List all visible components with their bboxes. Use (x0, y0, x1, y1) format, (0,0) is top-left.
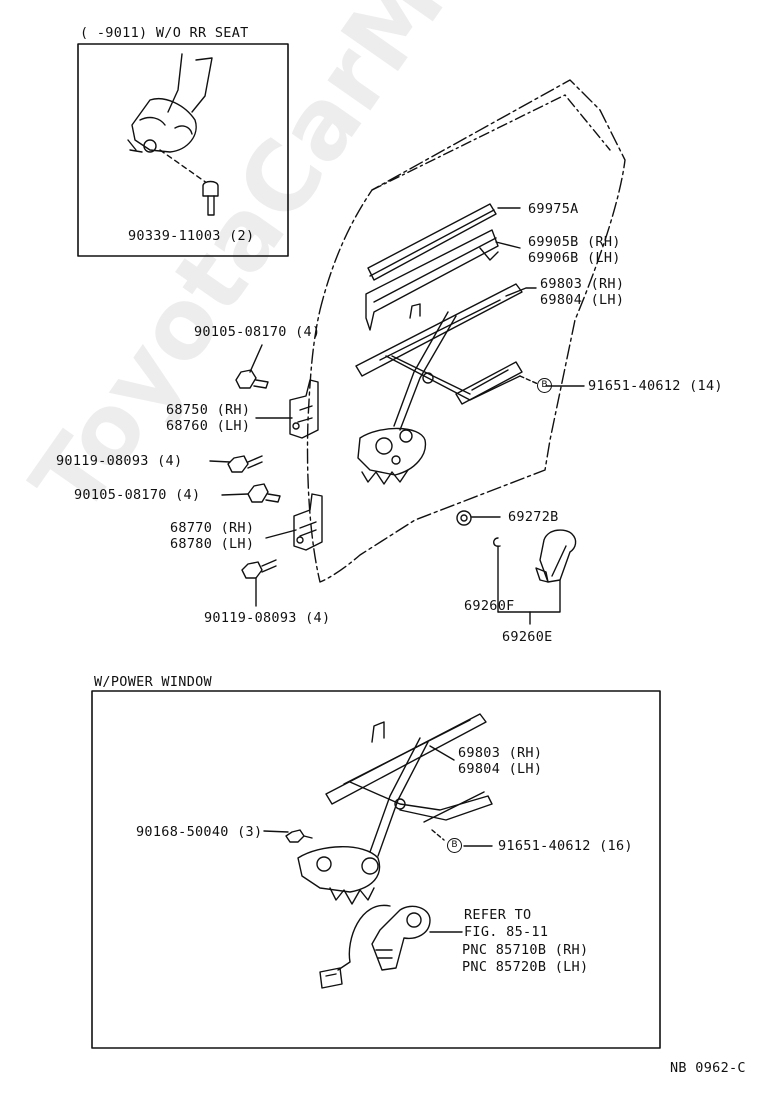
power-part-label-69803[interactable]: 69803 (RH) (458, 745, 543, 761)
bolt-90105-b (247, 483, 281, 503)
hinge-lower (293, 493, 323, 551)
refer-to-fig-link[interactable]: FIG. 85-11 (464, 924, 549, 940)
window-handle-69260E (539, 529, 577, 583)
part-label-68750[interactable]: 68750 (RH) (166, 402, 251, 418)
door-outline (306, 79, 626, 583)
inset-box-no-rear-seat (77, 43, 289, 257)
part-label-69804[interactable]: 69804 (LH) (540, 292, 625, 308)
inset-title-power-window: W/POWER WINDOW (94, 674, 212, 690)
hinge-upper (289, 379, 319, 439)
marker-b-main: B (537, 378, 552, 393)
part-label-91651-40612[interactable]: 91651-40612 (14) (588, 378, 723, 394)
power-gear-plate (297, 846, 381, 893)
refer-pnc-85710B[interactable]: PNC 85710B (RH) (462, 942, 589, 958)
part-label-90339-11003[interactable]: 90339-11003 (2) (128, 228, 255, 244)
bolt-90105-a (235, 369, 269, 389)
refer-pnc-85720B[interactable]: PNC 85720B (LH) (462, 959, 589, 975)
regulator-gear-plate (357, 427, 427, 476)
figure-code: NB 0962-C (670, 1060, 746, 1076)
bolt-90119-a (227, 455, 263, 473)
part-label-69906B[interactable]: 69906B (LH) (528, 250, 621, 266)
part-label-69272B[interactable]: 69272B (508, 509, 559, 525)
bolt-90168 (285, 829, 313, 843)
part-label-90105-08170-upper[interactable]: 90105-08170 (4) (194, 324, 321, 340)
washer-69272B (456, 510, 472, 526)
part-label-69260E[interactable]: 69260E (502, 629, 553, 645)
channel-69905B (365, 229, 499, 331)
marker-b-power: B (447, 838, 462, 853)
clip-69260F (493, 537, 501, 547)
part-label-69260F[interactable]: 69260F (464, 598, 515, 614)
window-motor (371, 905, 431, 971)
part-label-90105-08170-lower[interactable]: 90105-08170 (4) (74, 487, 201, 503)
channel-69975A (367, 203, 497, 281)
inset-title-no-rear-seat: ( -9011) W/O RR SEAT (80, 25, 249, 41)
part-label-68780[interactable]: 68780 (LH) (170, 536, 255, 552)
refer-to-line-1: REFER TO (464, 907, 532, 923)
regulator-main-rail (355, 283, 523, 377)
part-label-90119-08093-lower[interactable]: 90119-08093 (4) (204, 610, 331, 626)
motor-connector (319, 967, 343, 989)
part-label-69905B[interactable]: 69905B (RH) (528, 234, 621, 250)
part-label-69803[interactable]: 69803 (RH) (540, 276, 625, 292)
part-label-69975A[interactable]: 69975A (528, 201, 579, 217)
part-label-68770[interactable]: 68770 (RH) (170, 520, 255, 536)
inset-box-power-window (91, 690, 661, 1049)
bolt-90119-b (241, 559, 277, 579)
power-part-label-90168-50040[interactable]: 90168-50040 (3) (136, 824, 263, 840)
part-label-90119-08093-upper[interactable]: 90119-08093 (4) (56, 453, 183, 469)
part-label-68760[interactable]: 68760 (LH) (166, 418, 251, 434)
power-part-label-69804[interactable]: 69804 (LH) (458, 761, 543, 777)
power-part-label-91651-40612[interactable]: 91651-40612 (16) (498, 838, 633, 854)
